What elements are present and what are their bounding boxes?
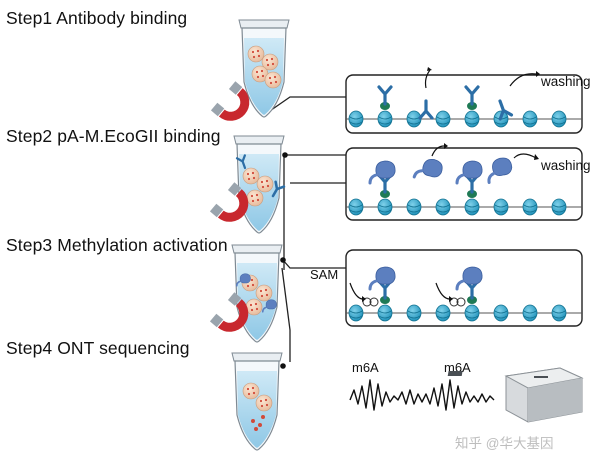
step2-title: Step2 pA-M.EcoGII binding (6, 126, 221, 146)
sam-label: SAM (310, 267, 338, 282)
sequencer-device-icon (447, 367, 584, 423)
m6a-label-1: m6A (352, 360, 379, 375)
panel-step2 (345, 143, 583, 221)
panel-step1 (345, 67, 583, 134)
step4-title: Step4 ONT sequencing (6, 338, 190, 358)
step1-title: Step1 Antibody binding (6, 8, 188, 28)
panel-step3 (345, 249, 583, 327)
washing-label-2: washing (540, 158, 591, 173)
nanopore-signal-trace (349, 379, 495, 411)
washing-label-1: washing (540, 74, 591, 89)
tube-step2 (233, 135, 286, 234)
tube-step4 (231, 352, 283, 451)
step3-title: Step3 Methylation activation (6, 235, 228, 255)
watermark-text: 知乎 @华大基因 (455, 436, 554, 451)
